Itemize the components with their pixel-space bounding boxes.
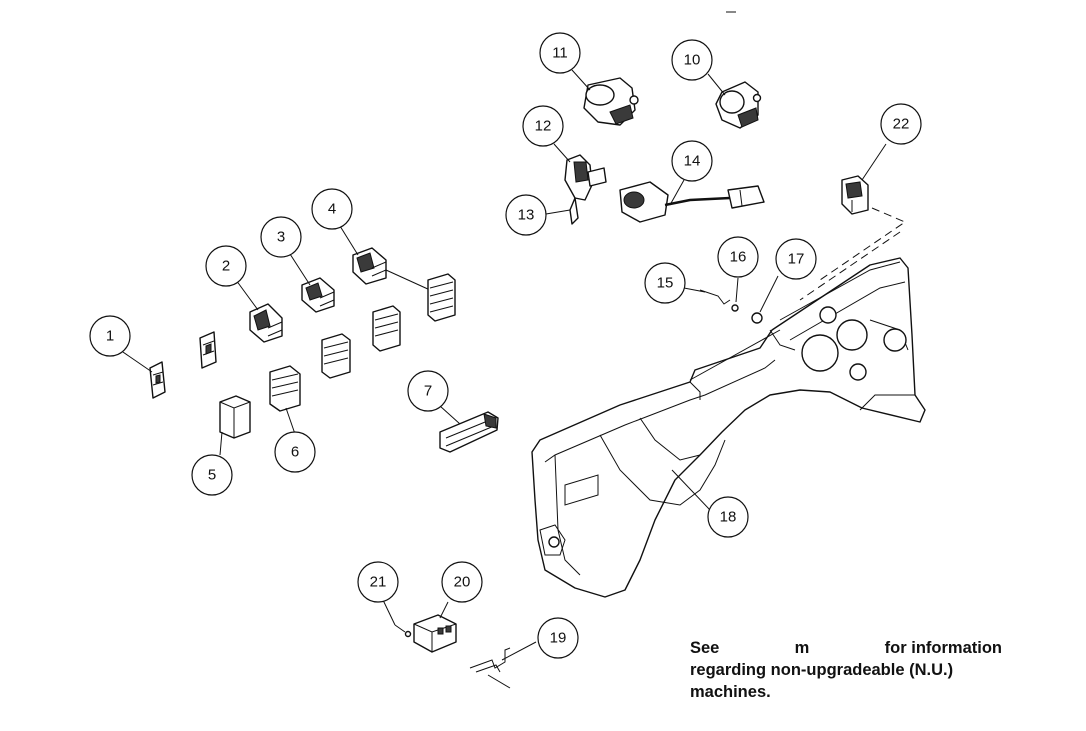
note-word-m: m — [794, 639, 810, 657]
callout-14: 14 — [671, 140, 713, 182]
switch-part-4 — [352, 247, 431, 291]
callout-20-label: 20 — [454, 574, 471, 591]
callout-11: 11 — [539, 32, 581, 74]
callout-5-label: 5 — [208, 467, 216, 484]
housing-part — [531, 257, 926, 598]
bracket-part-7 — [439, 411, 499, 453]
callout-10-label: 10 — [684, 52, 701, 69]
connector-block — [372, 305, 401, 352]
cover-part-5 — [219, 395, 251, 439]
housing-connect-line — [689, 329, 781, 381]
connector-part-20 — [413, 614, 457, 653]
callout-18: 18 — [707, 496, 749, 538]
connector-part-6 — [269, 365, 301, 412]
bracket-part-12 — [564, 154, 607, 225]
callout-19-label: 19 — [550, 630, 567, 647]
cable-part-14 — [619, 181, 765, 223]
switch-part-2 — [249, 303, 283, 343]
clip-part-19 — [469, 647, 511, 689]
guide-dash-line-2 — [799, 231, 901, 301]
callout-17: 17 — [775, 238, 817, 280]
switch-part-3 — [301, 277, 335, 313]
callout-2: 2 — [205, 245, 247, 287]
connector-block — [321, 333, 351, 379]
callout-12: 12 — [522, 105, 564, 147]
callout-14-label: 14 — [684, 153, 701, 170]
callout-7: 7 — [407, 370, 449, 412]
callout-1: 1 — [89, 315, 131, 357]
guide-dash-line — [819, 207, 907, 281]
callout-22-label: 22 — [893, 116, 910, 133]
callout-11-label: 11 — [552, 45, 568, 62]
callout-22: 22 — [880, 103, 922, 145]
callout-18-label: 18 — [720, 509, 737, 526]
callout-13: 13 — [505, 194, 547, 236]
note-line-3: machines. — [690, 683, 771, 701]
callout-16-label: 16 — [730, 249, 747, 266]
callout-15: 15 — [644, 262, 686, 304]
pin-part-21 — [394, 624, 412, 638]
callout-3: 3 — [260, 216, 302, 258]
callout-7-label: 7 — [424, 383, 432, 400]
callout-21-label: 21 — [370, 574, 387, 591]
callout-17-label: 17 — [788, 251, 805, 268]
callout-15-label: 15 — [657, 275, 674, 292]
connector-block — [427, 273, 456, 322]
screw-part-15 — [699, 289, 763, 324]
switch-part-22 — [841, 175, 869, 215]
switch-part-10 — [715, 81, 762, 129]
note-word-see: See — [690, 639, 720, 657]
note-word-info: for information — [884, 639, 1002, 657]
note-line-1: See m for information — [690, 637, 1002, 659]
callout-5: 5 — [191, 454, 233, 496]
callout-12-label: 12 — [535, 118, 552, 135]
callout-3-label: 3 — [277, 229, 285, 246]
switch-part-11 — [583, 77, 639, 126]
callout-4: 4 — [311, 188, 353, 230]
info-note: See m for information regarding non-upgr… — [690, 637, 1002, 703]
callout-13-label: 13 — [518, 207, 535, 224]
clip-part — [199, 331, 217, 369]
callout-4-label: 4 — [328, 201, 336, 218]
note-line-2: regarding non-upgradeable (N.U.) — [690, 661, 954, 679]
clip-part-1 — [149, 361, 166, 399]
callout-6: 6 — [274, 431, 316, 473]
callout-6-label: 6 — [291, 444, 299, 461]
callout-19: 19 — [537, 617, 579, 659]
leader-lines — [119, 69, 887, 661]
callout-2-label: 2 — [222, 258, 230, 275]
callout-1-label: 1 — [106, 328, 114, 345]
callout-20: 20 — [441, 561, 483, 603]
callout-10: 10 — [671, 39, 713, 81]
callout-16: 16 — [717, 236, 759, 278]
callout-21: 21 — [357, 561, 399, 603]
